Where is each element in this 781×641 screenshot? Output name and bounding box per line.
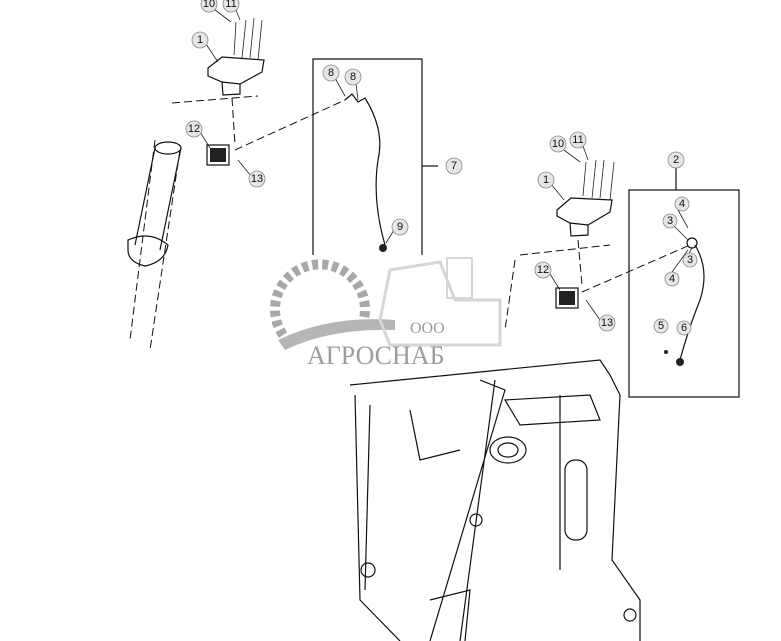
- svg-text:7: 7: [451, 160, 457, 172]
- callout-10: 10: [200, 0, 218, 13]
- svg-text:13: 13: [251, 173, 263, 185]
- loader-frame: [349, 244, 641, 641]
- svg-text:4: 4: [679, 198, 685, 210]
- callouts-right: 10 11 1 12 13 2: [534, 131, 685, 332]
- left-hydraulic-cylinder: [127, 95, 259, 351]
- callout-2: 2: [667, 151, 685, 169]
- sensor-cable-box-2: [628, 168, 740, 398]
- svg-text:8: 8: [328, 67, 334, 79]
- svg-text:1: 1: [197, 34, 203, 46]
- svg-text:9: 9: [397, 221, 403, 233]
- callout-4b: 4: [664, 271, 680, 287]
- svg-text:1: 1: [543, 174, 549, 186]
- callout-13: 13: [598, 314, 616, 332]
- sensor-cable-box-7: [312, 58, 438, 255]
- callouts-box7: 8 8 7 9: [322, 64, 463, 236]
- callout-leaders: [199, 9, 693, 321]
- svg-text:10: 10: [552, 138, 564, 150]
- svg-text:6: 6: [681, 322, 687, 334]
- svg-text:11: 11: [225, 0, 236, 10]
- callout-4a: 4: [674, 196, 690, 212]
- svg-text:3: 3: [667, 215, 673, 227]
- callout-5: 5: [653, 318, 669, 334]
- callout-9: 9: [391, 218, 409, 236]
- callouts-box2: 4 3 3 4 5 6: [653, 196, 698, 336]
- svg-text:10: 10: [203, 0, 215, 10]
- svg-text:11: 11: [572, 134, 583, 146]
- right-bracket-assembly: [555, 159, 691, 309]
- left-bracket-assembly: [206, 17, 346, 166]
- callout-7: 7: [445, 157, 463, 175]
- callout-1: 1: [537, 171, 555, 189]
- callout-10: 10: [549, 135, 567, 153]
- svg-text:4: 4: [669, 273, 675, 285]
- callout-13: 13: [248, 170, 266, 188]
- callout-3a: 3: [662, 213, 678, 229]
- callout-11: 11: [569, 131, 587, 149]
- callout-12: 12: [534, 261, 552, 279]
- svg-text:2: 2: [673, 154, 679, 166]
- agrosnab-watermark-logo: ООО АГРОСНАБ: [270, 257, 502, 370]
- callout-1: 1: [191, 31, 209, 49]
- watermark-name: АГРОСНАБ: [307, 341, 445, 370]
- svg-text:8: 8: [350, 71, 356, 83]
- svg-text:3: 3: [687, 254, 693, 266]
- svg-text:12: 12: [537, 264, 549, 276]
- watermark-prefix: ООО: [410, 320, 445, 337]
- callout-8b: 8: [344, 68, 362, 86]
- callout-11: 11: [222, 0, 240, 13]
- callout-3b: 3: [682, 252, 698, 268]
- callout-8a: 8: [322, 64, 340, 82]
- svg-text:12: 12: [188, 123, 200, 135]
- callout-6: 6: [676, 320, 692, 336]
- svg-text:5: 5: [658, 320, 664, 332]
- svg-text:13: 13: [601, 317, 613, 329]
- callouts-left: 10 11 1 12 13: [185, 0, 266, 188]
- callout-12: 12: [185, 120, 203, 138]
